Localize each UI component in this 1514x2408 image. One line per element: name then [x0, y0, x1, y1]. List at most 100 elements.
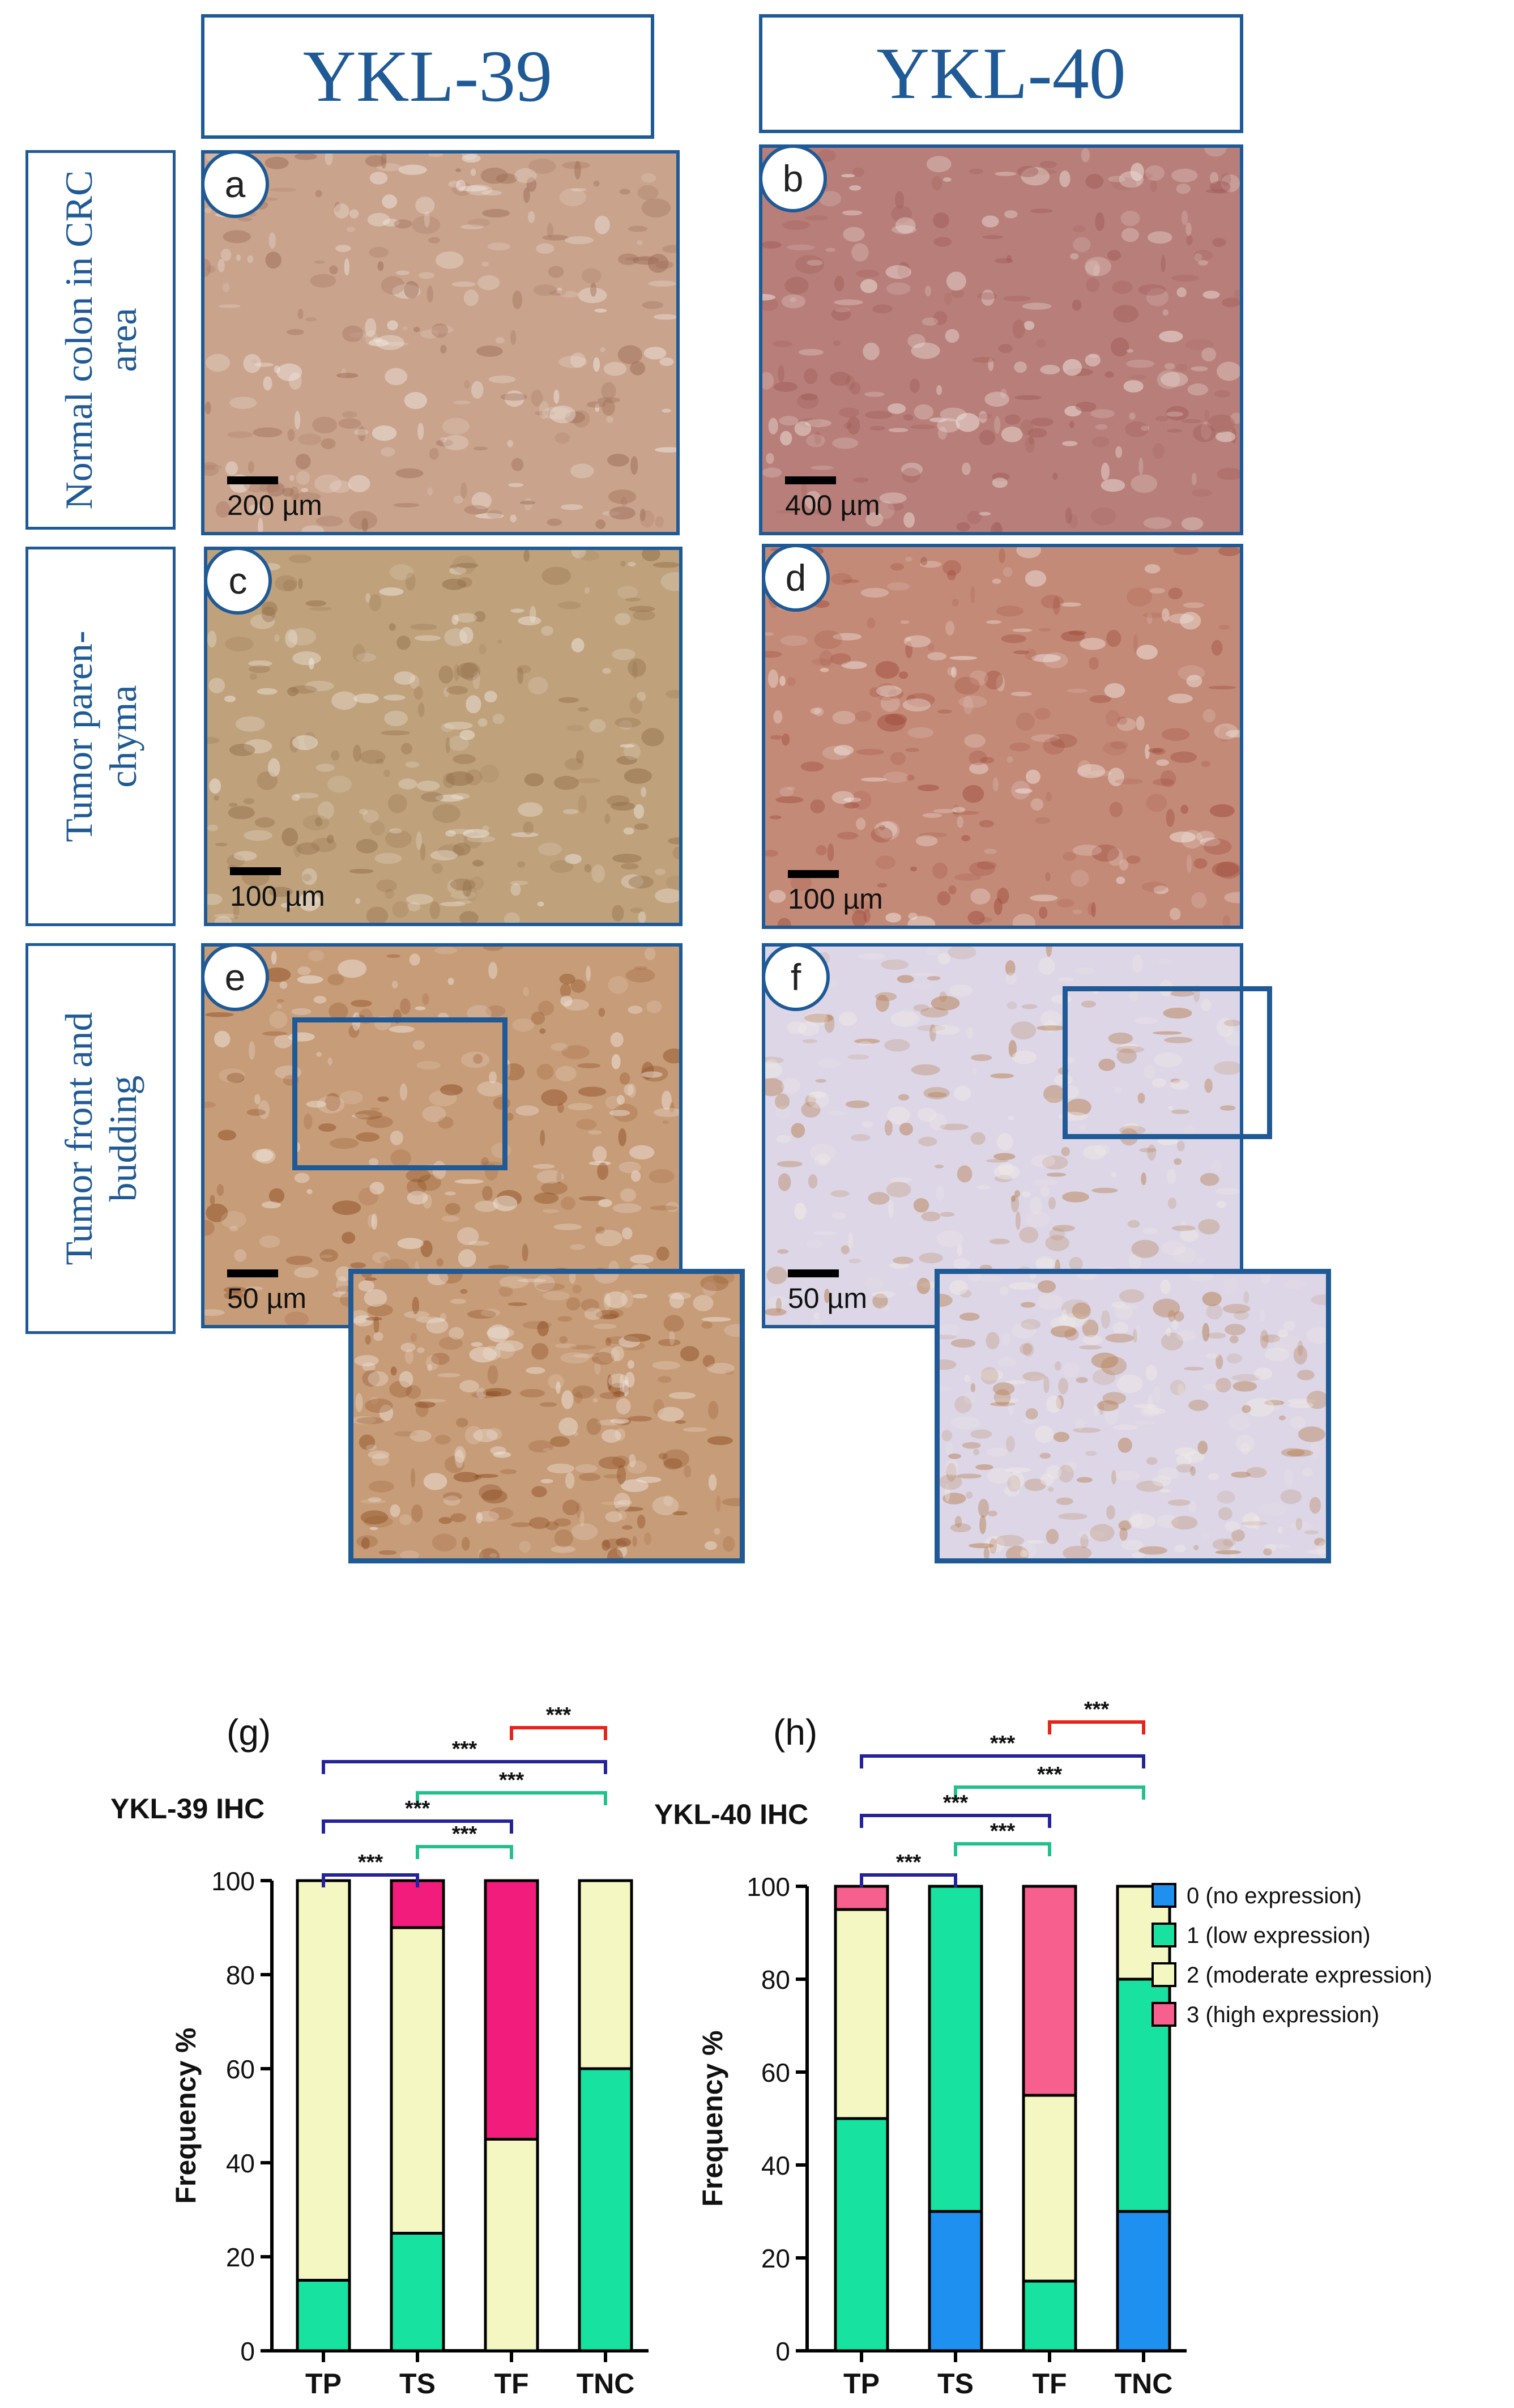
header-ykl39-text: YKL-39 — [302, 36, 553, 117]
bar-segment — [390, 2232, 445, 2352]
significance-bracket — [322, 1819, 513, 1834]
chart-panel-label: (g) — [227, 1712, 271, 1753]
significance-bracket — [322, 1873, 419, 1887]
legend-label: 1 (low expression) — [1187, 1923, 1371, 1948]
scale-bar-line — [785, 476, 836, 484]
tissue-texture — [353, 1274, 740, 1558]
scale-bar-label: 100 µm — [230, 880, 325, 912]
y-tick-label: 0 — [240, 2337, 255, 2366]
bar-segment — [390, 1926, 445, 2235]
bar-segment — [1022, 2279, 1077, 2352]
region-of-interest-box — [1063, 986, 1272, 1139]
scale-bar-c: 100 µm — [230, 867, 325, 913]
x-tick-label: TS — [399, 2368, 436, 2400]
y-tick-label: 100 — [747, 1872, 790, 1902]
bar-segment — [834, 1908, 889, 2120]
x-tick-label: TNC — [1115, 2368, 1173, 2400]
significance-label: *** — [499, 1768, 524, 1792]
scale-bar-a: 200 µm — [227, 476, 322, 522]
micrograph-panel-b: b 400 µm — [759, 144, 1243, 535]
x-tick-label: TS — [937, 2368, 974, 2400]
y-tick-label: 80 — [761, 1965, 790, 1994]
scale-bar-label: 200 µm — [227, 489, 322, 521]
significance-label: *** — [358, 1851, 383, 1874]
micrograph-panel-f: f 50 µm — [762, 943, 1272, 1328]
significance-bracket — [510, 1726, 607, 1740]
x-tick-label: TF — [1032, 2368, 1067, 2400]
scale-bar-e: 50 µm — [227, 1269, 306, 1315]
significance-label: *** — [990, 1732, 1016, 1755]
panel-letter-d: d — [762, 544, 830, 612]
significance-bracket — [860, 1873, 957, 1887]
scale-bar-line — [227, 1269, 278, 1277]
y-tick-label: 40 — [226, 2149, 255, 2178]
bar-segment — [296, 1879, 351, 2282]
y-axis-label: Frequency % — [170, 2027, 202, 2204]
legend-label: 2 (moderate expression) — [1187, 1963, 1432, 1988]
scale-bar-label: 50 µm — [788, 1282, 867, 1314]
y-tick-label: 60 — [761, 2058, 790, 2087]
header-ykl40-text: YKL-40 — [876, 33, 1126, 114]
y-tick-label: 60 — [226, 2055, 255, 2084]
row-label-parenchyma: Tumor paren- chyma — [25, 547, 176, 926]
scale-bar-label: 400 µm — [785, 489, 880, 521]
legend-label: 0 (no expression) — [1187, 1883, 1362, 1908]
significance-bracket — [954, 1842, 1051, 1856]
bar-segment — [928, 2210, 983, 2352]
panel-letter-b: b — [759, 144, 827, 212]
significance-label: *** — [1084, 1698, 1110, 1721]
significance-bracket — [954, 1785, 1145, 1800]
bar-segment — [1022, 1885, 1077, 2097]
micrograph-panel-a: a 200 µm — [201, 150, 680, 535]
chart-title: YKL-39 IHC — [110, 1793, 265, 1825]
panel-letter-e: e — [201, 943, 269, 1011]
significance-label: *** — [896, 1851, 922, 1874]
bar-segment — [390, 1879, 445, 1929]
row-label-budding: Tumor front and budding — [25, 943, 176, 1334]
micrograph-panel-e: e 50 µm — [201, 943, 683, 1328]
bar-segment — [834, 2117, 889, 2352]
bar-segment — [1022, 2094, 1077, 2283]
row-label-budding-text: Tumor front and budding — [57, 1012, 144, 1265]
bar-segment — [296, 2279, 351, 2352]
panel-letter-a: a — [201, 150, 269, 218]
scale-bar-b: 400 µm — [785, 476, 880, 522]
panel-letter-f: f — [762, 943, 830, 1011]
tissue-texture — [762, 148, 1240, 532]
region-of-interest-box — [292, 1017, 507, 1170]
significance-bracket — [416, 1845, 513, 1859]
x-tick-label: TNC — [577, 2368, 635, 2400]
bar-segment — [484, 1879, 539, 2141]
micrograph-panel-c: c 100 µm — [204, 547, 683, 926]
significance-bracket — [860, 1754, 1145, 1768]
significance-bracket — [322, 1760, 607, 1774]
significance-label: *** — [405, 1797, 430, 1821]
scale-bar-f: 50 µm — [788, 1269, 867, 1315]
panel-letter-c: c — [204, 547, 272, 615]
scale-bar-d: 100 µm — [788, 870, 883, 915]
header-ykl39: YKL-39 — [201, 14, 654, 139]
y-tick-label: 20 — [761, 2244, 790, 2273]
y-tick-label: 100 — [211, 1866, 255, 1896]
y-tick-label: 20 — [226, 2243, 255, 2272]
tissue-texture — [204, 947, 679, 1325]
significance-label: *** — [990, 1819, 1016, 1843]
tissue-texture — [204, 154, 676, 532]
y-axis-label: Frequency % — [697, 2030, 728, 2206]
significance-bracket — [416, 1791, 607, 1805]
significance-label: *** — [452, 1737, 477, 1761]
x-tick-label: TF — [494, 2368, 528, 2400]
significance-label: *** — [452, 1822, 477, 1846]
y-tick-label: 80 — [226, 1961, 255, 1990]
scale-bar-label: 50 µm — [227, 1282, 306, 1314]
x-tick-label: TP — [305, 2368, 342, 2400]
significance-label: *** — [943, 1791, 969, 1815]
chart-panel-label: (h) — [773, 1712, 817, 1753]
scale-bar-label: 100 µm — [788, 883, 883, 915]
bar-segment — [1116, 2210, 1171, 2352]
bar-segment — [834, 1885, 889, 1911]
legend-swatch — [1152, 1962, 1176, 1987]
legend-label: 3 (high expression) — [1187, 2002, 1379, 2027]
zoom-inset-f — [935, 1269, 1331, 1563]
